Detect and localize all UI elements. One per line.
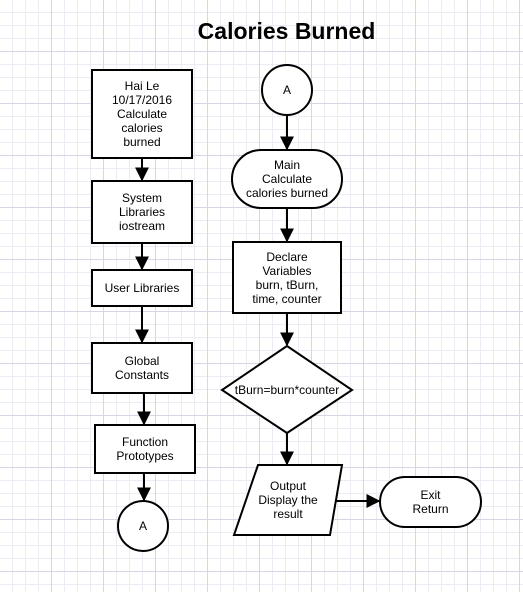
header-info-label: Hai Le 10/17/2016 Calculate calories bur… (111, 79, 173, 149)
global-constants-label: Global Constants (114, 354, 170, 382)
global-constants-box[interactable] (91, 342, 193, 394)
connector-left-label: A (138, 519, 147, 533)
main-label: Main Calculate calories burned (245, 158, 329, 200)
decision-label: tBurn=burn*counter (234, 383, 340, 397)
diagram-title: Calories Burned (197, 18, 376, 44)
user-libraries-box[interactable] (91, 269, 193, 307)
output-parallelogram[interactable] (232, 464, 344, 536)
declare-variables-label: Declare Variables burn, tBurn, time, cou… (252, 249, 322, 306)
system-libraries-label: System Libraries iostream (118, 191, 166, 233)
user-libraries-label: User Libraries (104, 281, 180, 295)
header-info-box[interactable] (91, 69, 193, 159)
declare-variables-box[interactable] (232, 241, 342, 314)
exit-label: Exit Return (412, 488, 449, 516)
output-label: Output Display the result (258, 479, 318, 521)
connector-right-label: A (282, 83, 291, 97)
function-prototypes-label: Function Prototypes (116, 435, 174, 463)
